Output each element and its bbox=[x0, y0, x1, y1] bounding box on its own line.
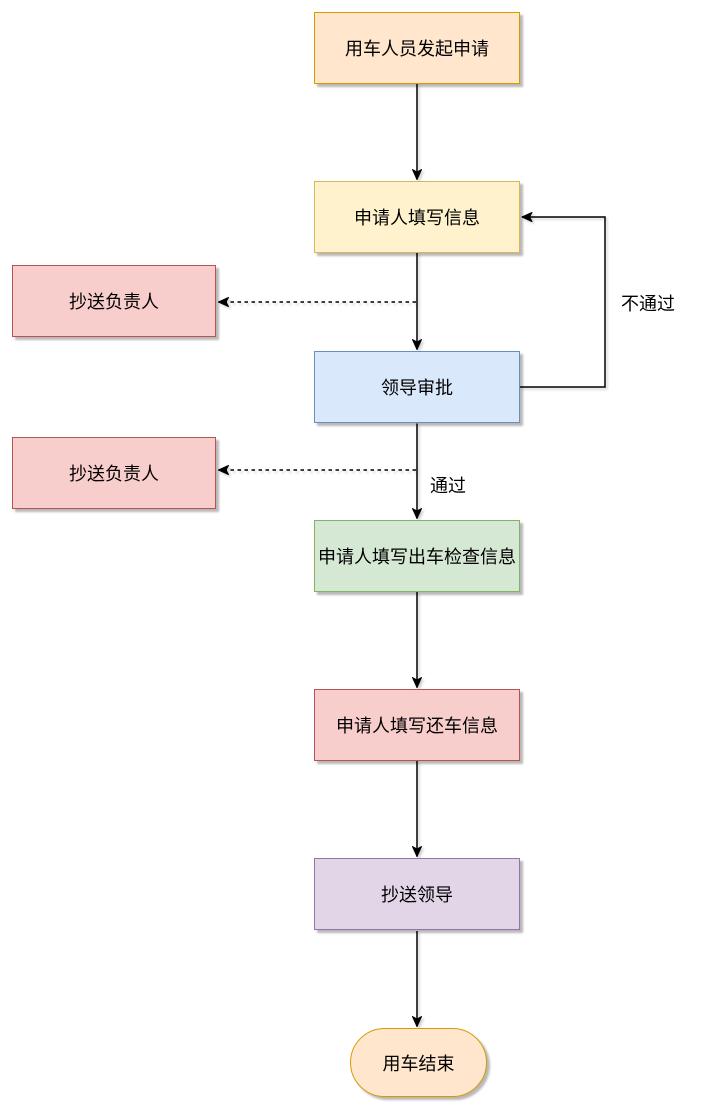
node-end: 用车结束 bbox=[350, 1028, 487, 1097]
node-return-info: 申请人填写还车信息 bbox=[314, 689, 520, 761]
node-cc-leader: 抄送领导 bbox=[314, 858, 520, 930]
edge-label-reject: 不通过 bbox=[619, 290, 677, 316]
node-cc-supervisor-1: 抄送负责人 bbox=[12, 265, 216, 337]
node-leader-approval: 领导审批 bbox=[314, 351, 520, 423]
node-cc-supervisor-2: 抄送负责人 bbox=[12, 437, 216, 509]
node-checkout-inspection: 申请人填写出车检查信息 bbox=[314, 520, 520, 592]
node-applicant-fill-info: 申请人填写信息 bbox=[314, 181, 520, 253]
edge-approval-reject-loop bbox=[520, 212, 606, 388]
edge-label-approve: 通过 bbox=[428, 472, 468, 498]
node-start: 用车人员发起申请 bbox=[314, 12, 520, 84]
